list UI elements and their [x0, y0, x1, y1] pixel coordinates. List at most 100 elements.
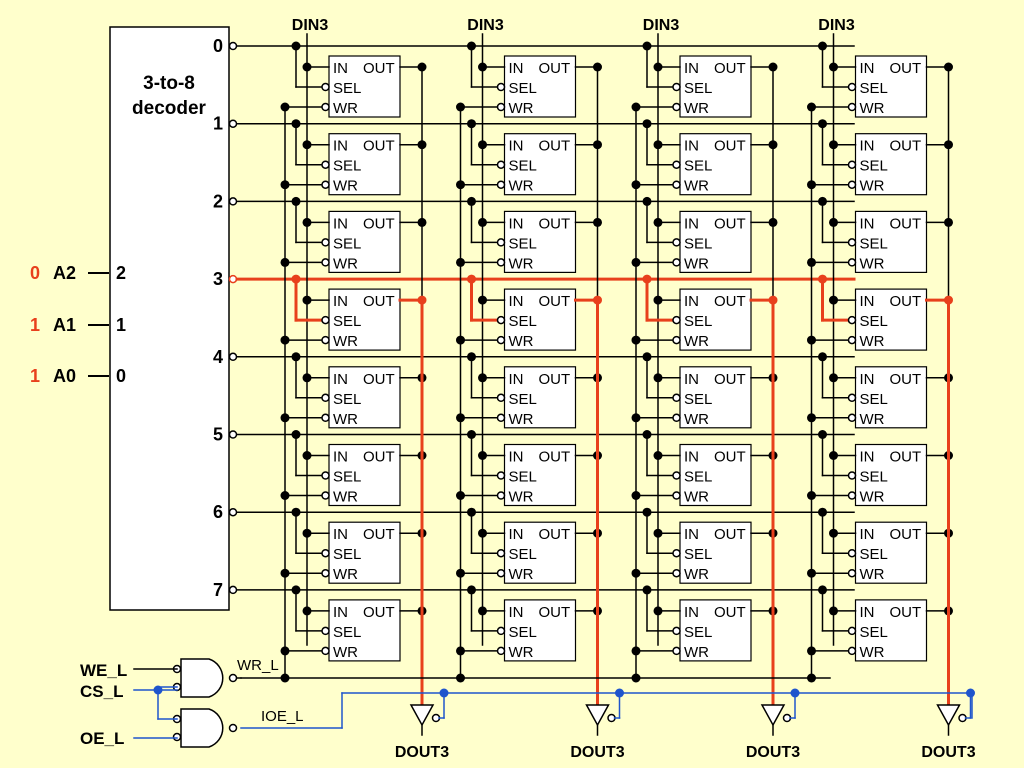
cell-sel-label: SEL: [860, 158, 888, 175]
cell-wr-label: WR: [333, 255, 358, 272]
wr-junction: [456, 257, 465, 267]
cell-in-label: IN: [860, 215, 875, 232]
cell-sel-label: SEL: [860, 391, 888, 408]
cell-box: [328, 288, 401, 351]
din-junction: [478, 62, 487, 72]
din-junction: [829, 62, 838, 72]
cell-box: [503, 288, 577, 351]
sel-bubble: [321, 160, 330, 169]
din-junction: [653, 62, 663, 72]
wr-junction: [631, 413, 641, 423]
wr-bubble: [321, 258, 330, 267]
wr-bubble: [496, 335, 506, 345]
wr-junction: [631, 568, 641, 578]
wr-junction: [456, 413, 465, 423]
cell-box: [854, 133, 928, 196]
wr-junction: [807, 491, 816, 500]
decoder-output-label: 6: [213, 502, 223, 522]
cell-wr-label: WR: [860, 411, 885, 428]
dout-junction: [417, 140, 427, 150]
wr-bubble: [847, 102, 857, 112]
cell-wr-label: WR: [860, 489, 885, 506]
din-label: DIN3: [467, 17, 504, 34]
decoder-output-bubble: [228, 197, 238, 206]
cell-box: [854, 443, 928, 507]
cell-out-label: OUT: [539, 604, 571, 621]
cell-in-label: IN: [684, 60, 699, 77]
cell-wr-label: WR: [333, 100, 358, 117]
wr-junction: [807, 413, 816, 423]
sel-bubble: [672, 82, 681, 92]
sel-bubble: [496, 393, 506, 403]
dout-junction: [768, 140, 778, 150]
wr-bus-junction: [280, 673, 290, 683]
din-junction: [302, 62, 312, 72]
cell-in-label: IN: [509, 138, 524, 155]
cell-box: [679, 521, 752, 584]
cell-wr-label: WR: [333, 178, 358, 195]
cell-box: [503, 443, 577, 507]
cell-in-label: IN: [333, 371, 348, 388]
cell-out-label: OUT: [714, 60, 746, 77]
sel-bubble: [321, 626, 330, 636]
decoder-output-label: 0: [213, 36, 223, 56]
cell-sel-label: SEL: [333, 546, 361, 563]
decoder-output-label: 7: [213, 580, 223, 600]
wr-junction: [280, 335, 290, 345]
decoder-output-bubble: [228, 274, 238, 284]
wr-bubble: [672, 568, 681, 578]
din-junction: [302, 217, 312, 227]
wr-junction: [280, 568, 290, 578]
wr-junction: [807, 568, 816, 578]
cell-wr-label: WR: [684, 644, 709, 661]
din-junction: [478, 295, 487, 305]
din-junction: [478, 217, 487, 227]
dout-label: DOUT3: [570, 744, 624, 761]
wr-junction: [456, 491, 465, 500]
cell-out-label: OUT: [363, 60, 395, 77]
cell-box: [503, 210, 577, 273]
wr-gate: [180, 658, 224, 698]
cell-in-label: IN: [684, 293, 699, 310]
cell-wr-label: WR: [684, 489, 709, 506]
cell-in-label: IN: [684, 449, 699, 466]
sel-bubble: [847, 626, 857, 636]
wr-l-label: WR_L: [237, 657, 279, 674]
wr-bubble: [496, 258, 506, 267]
cell-sel-label: SEL: [509, 158, 537, 175]
sel-bubble: [847, 471, 857, 480]
cell-box: [679, 133, 752, 196]
cell-out-label: OUT: [890, 138, 922, 155]
din-junction: [302, 606, 312, 616]
cell-box: [679, 443, 752, 507]
cell-wr-label: WR: [509, 644, 534, 661]
sel-bubble: [847, 238, 857, 247]
cell-sel-label: SEL: [684, 158, 712, 175]
cell-box: [679, 55, 752, 118]
address-name: A0: [53, 366, 76, 386]
wr-bubble: [672, 102, 681, 112]
gate-input-bubble: [172, 732, 182, 742]
cell-sel-label: SEL: [684, 391, 712, 408]
din-junction: [829, 140, 838, 150]
din-junction: [478, 606, 487, 616]
output-buffer: [760, 704, 786, 727]
wr-junction: [280, 491, 290, 500]
wr-junction: [456, 180, 465, 190]
dout-junction: [593, 62, 602, 72]
wr-junction: [631, 491, 641, 500]
din-junction: [829, 606, 838, 616]
